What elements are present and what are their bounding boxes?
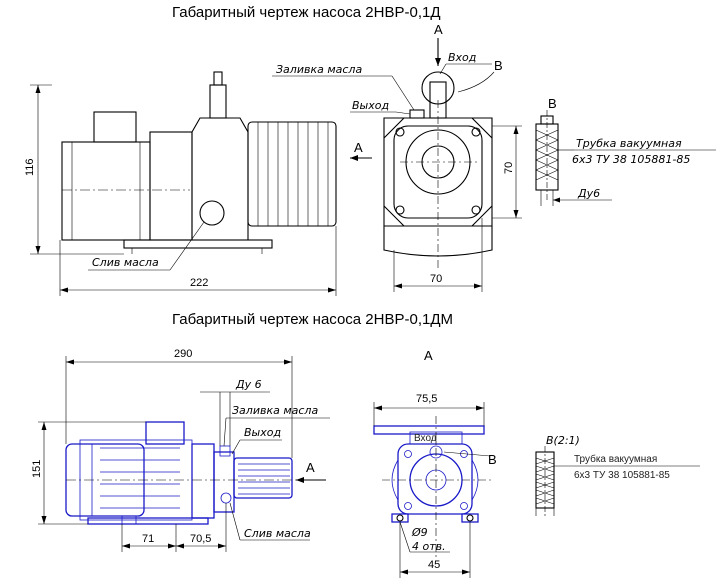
pump1-view-a-label: А [354,140,363,155]
pump1-front-view: А Вход В Заливка масла Выход 70 70 [272,22,522,292]
pump2-pump-head [233,457,293,499]
pump2-front-view: А Вход В 75,5 Ø9 4 отв. [373,348,497,578]
pump2-du-label: Ду 6 [235,378,262,391]
pump2-flange [397,443,473,515]
pump1-outlet-label: Выход [352,99,389,112]
pump1-height-dim: 116 [24,158,36,176]
pump1-inlet-label: Вход [448,51,476,64]
pump2-hole-dia: Ø9 [411,526,428,539]
pump1-filling-label: Заливка масла [276,63,362,76]
pump1-inlet-fitting [421,71,455,105]
pump2-inlet-label: Вход [414,433,437,444]
pump2-view-a-label: А [306,460,315,475]
pump2-outlet-label: Выход [244,426,281,439]
pump1-drain-port [199,200,225,226]
pump2-view-b-callout: В [488,452,497,467]
pump1-length-dim: 222 [190,277,208,289]
pump1-view-a-top: А [434,22,443,37]
drawing2-title: Габаритный чертеж насоса 2НВР-0,1ДМ [172,311,453,328]
pump2-width-bottom-dim: 45 [428,559,440,571]
pump2-detail-b: В(2:1) Трубка вакуумная 6х3 ТУ 38 105881… [535,434,700,516]
pump2-view-a-top: А [424,348,433,363]
pump2-length-dim: 290 [174,348,192,360]
drawing1-title: Габаритный чертеж насоса 2НВР-0,1Д [172,4,441,21]
pump2-drain-label: Слив масла [244,527,311,540]
pump2-tube-title: Трубка вакуумная [574,453,657,465]
pump1-detail-b: В Трубка вакуумная 6х3 ТУ 38 105881-85 Д… [535,96,716,206]
pump2-base [87,517,209,525]
pump2-height-dim: 151 [31,460,43,478]
pump1-detail-b-title: В [548,96,557,111]
pump1-drain-label: Слив масла [92,256,159,269]
pump1-motor [61,141,151,241]
pump2-tube-spec: 6х3 ТУ 38 105881-85 [574,470,670,481]
pump1-du-label: Ду6 [577,187,600,200]
pump1-side-view: А Слив масла 116 222 [24,71,372,296]
pump2-base-dim-2: 70,5 [190,533,211,545]
pump1-flange-width-dim: 70 [430,273,442,285]
pump1-tube-spec: 6х3 ТУ 38 105881-85 [572,153,690,166]
pump1-base [123,239,273,249]
pump1-filler-neck [209,84,227,119]
pump2-width-top-dim: 75,5 [416,393,437,405]
pump1-outlet [409,109,425,119]
pump2-filling-label: Заливка масла [232,404,318,417]
pump1-terminal-box [93,111,137,143]
pump2-terminal-box [145,421,185,445]
pump2-base-dim-1: 71 [142,533,154,545]
pump1-cooling-fins [247,121,337,227]
pump1-tube-title: Трубка вакуумная [576,137,682,150]
pump2-detail-b-title: В(2:1) [546,434,580,447]
pump1-view-b-callout: В [494,58,503,73]
pump1-flange-height-dim: 70 [503,162,515,174]
pump2-holes-label: 4 отв. [412,540,446,553]
pump2-side-view: А 290 151 Ду 6 Заливка масла Выход Слив … [31,348,330,552]
